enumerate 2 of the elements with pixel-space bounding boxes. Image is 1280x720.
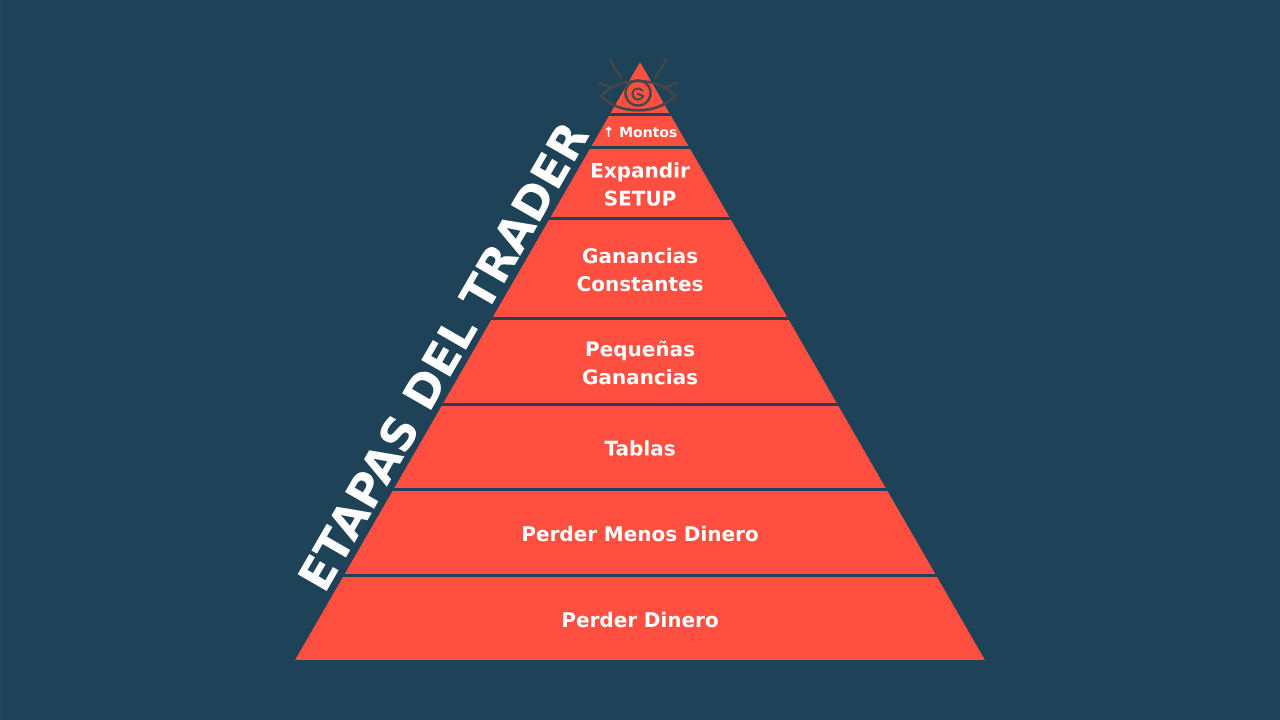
pyramid-apex: [610, 62, 670, 113]
pyramid-band: ↑ Montos: [591, 116, 689, 146]
